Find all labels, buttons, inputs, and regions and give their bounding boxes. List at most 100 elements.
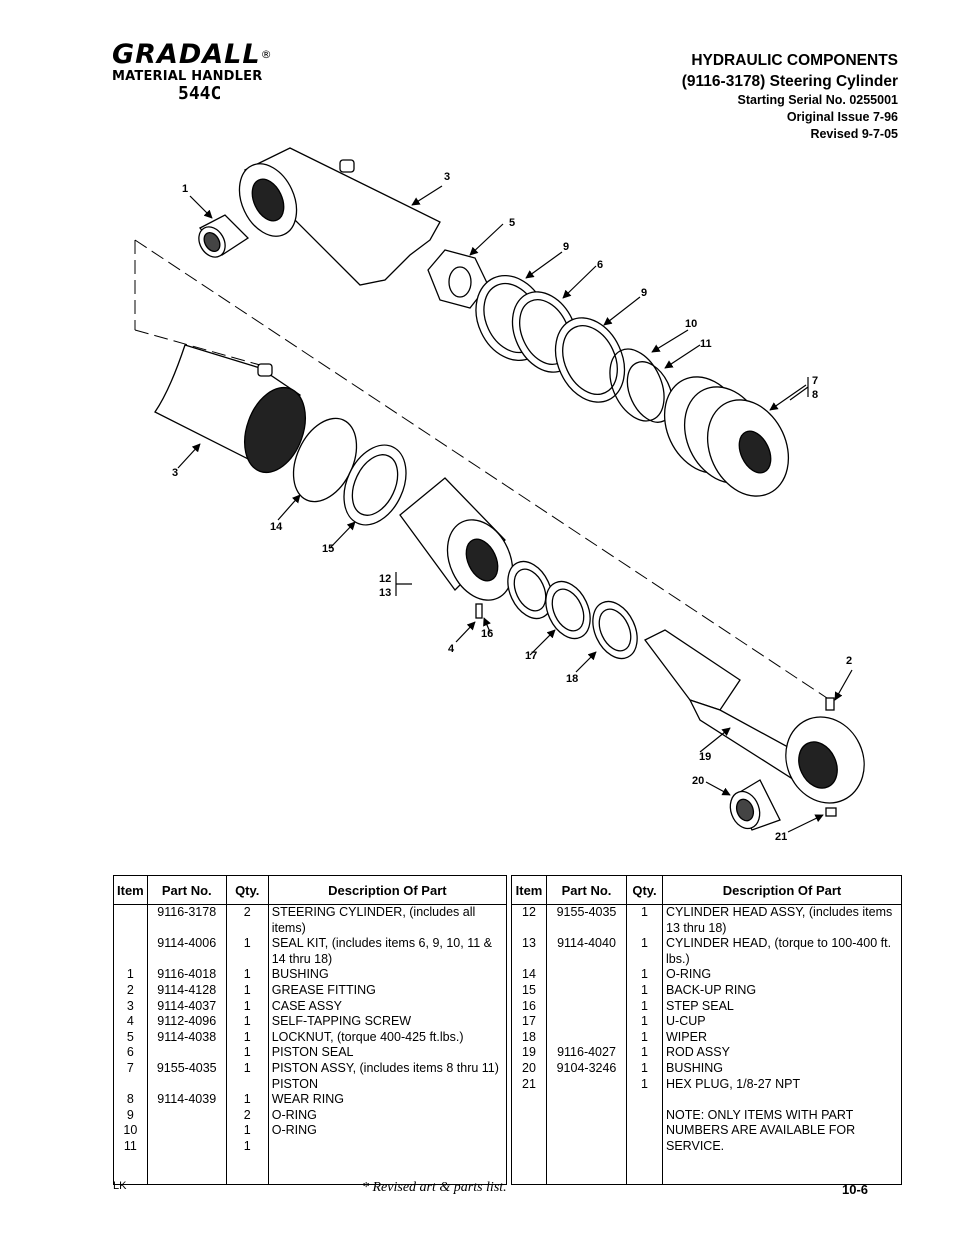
exploded-parts-diagram: 1 3 5 9 6 9 10 11 7 8 3 14 15 12 13 4 16… (134, 147, 865, 843)
cell-part (148, 1045, 226, 1061)
rod-assy-19 (644, 629, 865, 804)
cell-qty: 2 (243, 905, 251, 919)
cell-item: 8 (126, 1092, 134, 1107)
cell-qty: 1 (641, 1045, 648, 1060)
cell-item: 21 (522, 1076, 536, 1091)
callout-2: 2 (846, 655, 852, 667)
cell-qty: 1 (641, 982, 648, 997)
cell-item: 2 (126, 982, 134, 997)
case-assy-lower (154, 344, 306, 474)
cell-item: 19 (522, 1045, 536, 1060)
cell-item: 12 (522, 905, 536, 919)
cell-desc: PISTON SEAL (271, 1045, 354, 1060)
cell-part: 9114-4040 (557, 936, 616, 951)
cell-qty: 1 (641, 1029, 648, 1044)
col-header-qty: Qty. (225, 875, 269, 905)
callout-18: 18 (566, 673, 578, 685)
cell-qty: 1 (243, 998, 251, 1013)
cell-item: 16 (522, 998, 536, 1013)
cell-qty: 1 (243, 1029, 251, 1044)
wear-ring-9b (554, 317, 626, 403)
cell-desc: ROD ASSY (666, 1045, 730, 1060)
gradall-logo: GRADALL® MATERIAL HANDLER 544C (112, 40, 312, 104)
cell-part (547, 999, 626, 1015)
callout-17: 17 (525, 650, 537, 662)
cell-desc: U-CUP (666, 1014, 706, 1029)
cell-item (114, 905, 147, 936)
parts-table-left: Item Part No. Qty. Description Of Part 1… (113, 875, 508, 1185)
cell-desc: SELF-TAPPING SCREW (271, 1014, 412, 1029)
cell-part (148, 1139, 226, 1155)
original-issue: Original Issue 7-96 (786, 110, 898, 124)
u-cup-17 (545, 580, 591, 640)
cell-item: 18 (522, 1029, 536, 1044)
page-title: HYDRAULIC COMPONENTS (691, 52, 898, 69)
callout-7: 7 (812, 375, 818, 387)
cell-part: 9116-4018 (157, 967, 217, 982)
cell-qty: 2 (243, 1107, 251, 1122)
callout-6: 6 (597, 259, 603, 271)
cell-qty: 1 (641, 936, 648, 951)
cell-desc: LOCKNUT, (torque 400-425 ft.lbs.) (271, 1029, 464, 1044)
cell-item: 20 (522, 1060, 536, 1075)
callout-19: 19 (699, 751, 711, 763)
cell-part: 9116-3178 (157, 905, 217, 919)
cell-desc: BACK-UP RING (666, 982, 757, 997)
cell-item: 9 (126, 1107, 134, 1122)
cell-part: 9104-3246 (556, 1060, 617, 1075)
callout-21: 21 (775, 831, 787, 843)
col-header-item: Item (113, 875, 148, 905)
col-header-description: Description Of Part (267, 875, 508, 905)
cell-desc: O-RING (666, 967, 712, 982)
cell-qty: 1 (641, 905, 648, 919)
cell-desc: O-RING (271, 1107, 317, 1122)
cell-item: 13 (522, 936, 536, 951)
callout-3a: 3 (444, 171, 450, 183)
callout-16: 16 (481, 628, 493, 640)
callout-4: 4 (448, 643, 455, 655)
parts-table-right: Item Part No. Qty. Description Of Part 1… (511, 875, 902, 1185)
logo-subtitle: MATERIAL HANDLER (112, 69, 263, 84)
cell-part (547, 1030, 626, 1046)
cell-item: 11 (123, 1138, 137, 1153)
cell-desc: CYLINDER HEAD, (torque to 100-400 ft. lb… (666, 936, 892, 966)
service-note: NOTE: ONLY ITEMS WITH PART NUMBERS ARE A… (666, 1107, 856, 1153)
cell-item (114, 936, 147, 967)
cell-item: 4 (126, 1014, 134, 1029)
cell-item: 1 (126, 967, 134, 982)
hex-plug-21 (825, 807, 837, 817)
cell-part (547, 983, 626, 999)
cell-item: 15 (522, 982, 536, 997)
footer-initials: LK (113, 1180, 127, 1192)
cell-desc: HEX PLUG, 1/8-27 NPT (666, 1076, 801, 1091)
callout-8: 8 (812, 389, 818, 401)
cell-qty: 1 (243, 1060, 251, 1075)
cell-desc: CASE ASSY (271, 998, 342, 1013)
cell-part: 9114-4037 (157, 998, 217, 1013)
cell-part (547, 1014, 626, 1030)
o-ring-11 (626, 361, 674, 423)
cell-qty: 1 (641, 1076, 648, 1091)
col-header-part-no: Part No. (146, 875, 227, 905)
cell-desc: WEAR RING (271, 1092, 344, 1107)
cell-item: 17 (522, 1014, 536, 1029)
bushing-1 (198, 214, 250, 258)
cell-part: 9114-4006 (157, 936, 217, 951)
case-assy-upper (238, 147, 441, 286)
cell-desc: BUSHING (666, 1060, 723, 1075)
cell-qty: 1 (641, 1060, 648, 1075)
cell-part (547, 1077, 626, 1093)
cell-item: 14 (522, 967, 536, 982)
locknut-5 (427, 249, 489, 309)
cell-desc: CYLINDER HEAD ASSY, (includes items 13 t… (666, 905, 893, 935)
description-column: CYLINDER HEAD ASSY, (includes items 13 t… (662, 904, 902, 1185)
cell-qty: 1 (243, 967, 251, 982)
cell-item: 7 (126, 1060, 134, 1075)
back-up-ring-15 (343, 444, 407, 526)
self-tapping-screw-4 (475, 603, 483, 619)
cell-desc: SEAL KIT, (includes items 6, 9, 10, 11 &… (271, 936, 492, 966)
